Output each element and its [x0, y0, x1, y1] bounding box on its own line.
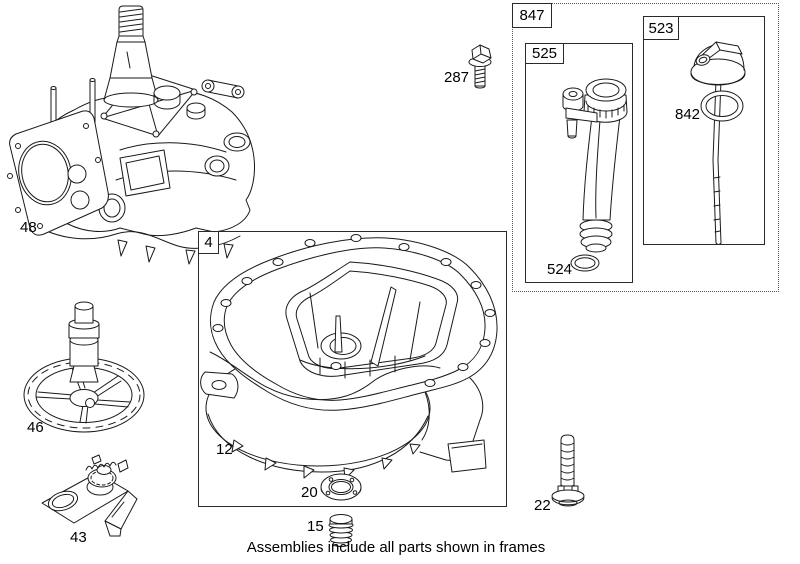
frame-525-number: 525: [531, 45, 558, 62]
callout-48: 48: [20, 219, 37, 236]
frame-4-label: 4: [198, 231, 219, 254]
governor-bracket-drawing: [41, 454, 138, 537]
frame-847: [512, 3, 779, 292]
frame-525: [525, 43, 633, 283]
frame-4-number: 4: [204, 234, 213, 251]
callout-20: 20: [301, 484, 318, 501]
frame-523-label: 523: [643, 16, 679, 40]
frame-847-number: 847: [519, 7, 545, 24]
callout-524: 524: [547, 261, 573, 278]
frame-523: [643, 16, 765, 245]
callout-22: 22: [534, 497, 551, 514]
long-bolt-drawing: [551, 434, 585, 507]
drain-plug-drawing: [328, 514, 354, 547]
callout-43: 43: [70, 529, 87, 546]
oil-sump-drawing: [200, 234, 498, 480]
callout-287: 287: [444, 69, 470, 86]
tube-seal-drawing: [570, 254, 600, 272]
callout-842: 842: [675, 106, 701, 123]
cylinder-block-drawing: [7, 5, 255, 265]
callout-15: 15: [307, 518, 324, 535]
frame-4: [198, 231, 507, 507]
oil-seal-drawing: [320, 473, 362, 501]
footer-note: Assemblies include all parts shown in fr…: [246, 539, 546, 556]
frame-525-label: 525: [525, 43, 564, 64]
callout-46: 46: [27, 419, 44, 436]
callout-12: 12: [216, 441, 233, 458]
short-screw-drawing: [468, 44, 492, 89]
frame-847-label: 847: [512, 3, 552, 28]
frame-523-number: 523: [648, 19, 674, 37]
camshaft-drawing: [23, 301, 145, 433]
oil-fill-tube-drawing: [562, 78, 628, 253]
